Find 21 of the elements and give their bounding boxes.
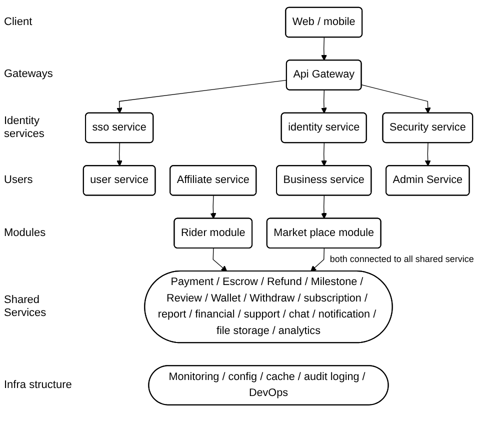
process-box: Api Gateway <box>286 60 362 90</box>
process-box: Payment / Escrow / Refund / Milestone / Review / Wallet / Withdraw / subscription / report / financial / support / chat / notification / file storage / analytics <box>144 270 393 344</box>
layer-label: Shared Services <box>4 294 48 320</box>
process-box: Web / mobile <box>285 6 363 38</box>
layer-label: Gateways <box>4 68 54 82</box>
layer-label: Client <box>4 16 34 29</box>
process-box: identity service <box>280 112 367 144</box>
note-text: both connected to all shared service <box>330 254 474 265</box>
layer-label: Modules <box>4 226 47 240</box>
process-box: Monitoring / config / cache / audit loging / DevOps <box>148 365 389 406</box>
process-box: user service <box>82 165 156 196</box>
layer-label: Infra structure <box>4 378 73 392</box>
process-box: Affiliate service <box>170 165 257 196</box>
layer-label: Identity services <box>4 114 46 141</box>
layer-label: Users <box>4 174 34 187</box>
process-box: Business service <box>276 165 372 196</box>
process-box: Rider module <box>174 218 253 249</box>
process-box: Admin Service <box>386 165 470 196</box>
process-box: sso service <box>85 112 154 144</box>
process-box: Market place module <box>266 218 382 249</box>
process-box: Security service <box>382 112 474 144</box>
